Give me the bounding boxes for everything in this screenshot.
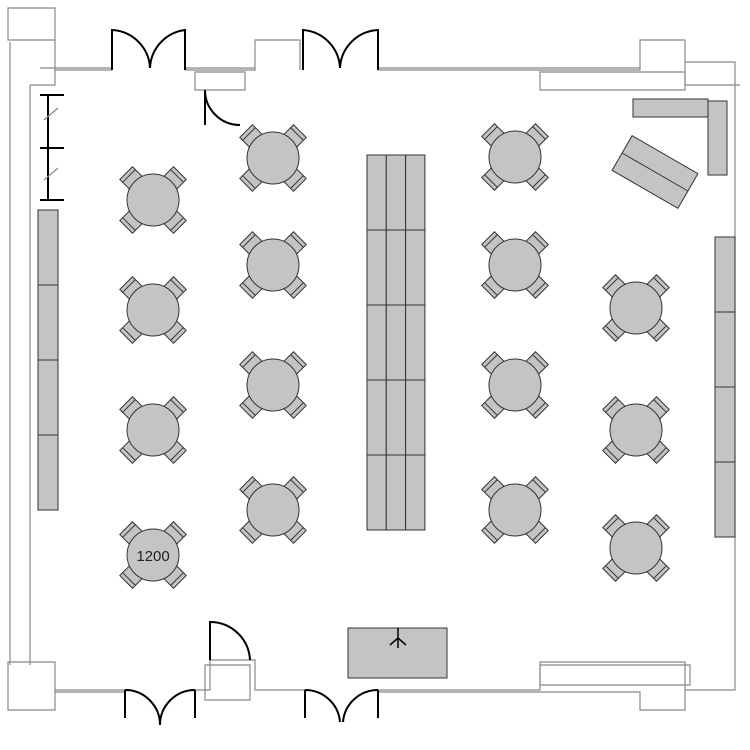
round-table-icon[interactable] (481, 351, 549, 419)
round-table-icon[interactable] (239, 124, 307, 192)
rectangular-table (366, 454, 387, 531)
wall-panel (37, 284, 59, 361)
wall-panel (714, 386, 736, 463)
door-swing-icon[interactable] (302, 28, 341, 70)
wall-panel (37, 434, 59, 511)
round-table-icon[interactable] (119, 276, 187, 344)
podium[interactable] (347, 627, 448, 679)
round-table-icon[interactable] (481, 123, 549, 191)
rectangular-table (385, 304, 407, 381)
rectangular-table (366, 154, 387, 231)
round-table-icon[interactable] (602, 274, 670, 342)
round-table-icon[interactable] (119, 521, 187, 589)
doors (111, 28, 379, 726)
chair-icon (524, 394, 549, 419)
round-tables (119, 123, 670, 589)
counter (707, 100, 728, 176)
center-table-bank (366, 154, 426, 531)
door-swing-icon[interactable] (209, 620, 251, 661)
wall-panel (714, 461, 736, 538)
rectangular-table (366, 229, 387, 306)
round-table-icon[interactable] (602, 396, 670, 464)
rectangular-table (366, 304, 387, 381)
round-table-icon[interactable] (481, 231, 549, 299)
rectangular-table (405, 229, 426, 306)
door-swing-icon[interactable] (304, 688, 379, 723)
door-swing-icon[interactable] (124, 689, 196, 726)
rectangular-table (366, 379, 387, 456)
sofa (611, 134, 699, 210)
door-swing-icon[interactable] (339, 28, 379, 70)
rectangular-table (385, 154, 407, 231)
counter (632, 98, 709, 118)
wall-panel (714, 311, 736, 388)
round-table-icon[interactable] (119, 396, 187, 464)
wall-panel (37, 209, 59, 286)
round-table-icon[interactable] (602, 514, 670, 582)
rectangular-table (405, 154, 426, 231)
window-left (40, 94, 64, 201)
rectangular-table (385, 454, 407, 531)
door-swing-icon[interactable] (149, 28, 186, 70)
round-table-icon[interactable] (239, 231, 307, 299)
rectangular-table (405, 454, 426, 531)
rectangular-table (405, 379, 426, 456)
door-swing-icon[interactable] (111, 28, 151, 70)
walls (7, 7, 740, 711)
round-table-icon[interactable] (239, 476, 307, 544)
rectangular-table (385, 229, 407, 306)
microphone-icon (389, 628, 407, 648)
room-number-label: 1200 (136, 548, 169, 565)
round-table-icon[interactable] (481, 476, 549, 544)
chair-icon (162, 319, 187, 344)
wall-panel (714, 236, 736, 313)
rectangular-table (385, 379, 407, 456)
round-table-icon[interactable] (119, 166, 187, 234)
round-table-icon[interactable] (239, 351, 307, 419)
corner-furniture (611, 98, 728, 210)
wall-panels (37, 209, 736, 538)
chair-icon (481, 519, 506, 544)
rectangular-table (405, 304, 426, 381)
wall-panel (37, 359, 59, 436)
door-swing-icon[interactable] (204, 89, 241, 126)
